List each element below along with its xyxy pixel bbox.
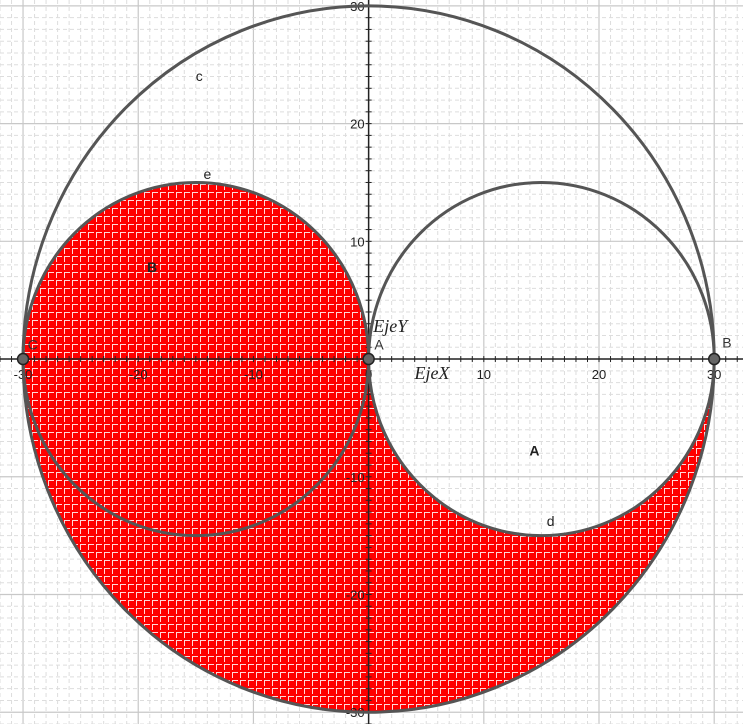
y-axis-name: EjeY (372, 316, 409, 336)
y-tick-label: 20 (350, 117, 364, 132)
curve-label-e: e (203, 166, 211, 182)
point-label-B: B (722, 334, 731, 350)
point-label-C: C (28, 337, 38, 353)
y-tick-label: -10 (346, 470, 365, 485)
point-label-A: A (374, 337, 384, 353)
point-C (16, 352, 30, 366)
point-A (362, 352, 375, 366)
x-tick-label: -10 (244, 367, 263, 382)
curve-label-d: d (547, 513, 555, 529)
region-label-A: A (529, 443, 539, 459)
y-tick-label: -20 (346, 588, 365, 603)
labels: c e d B A (147, 68, 555, 529)
y-tick-label: 10 (350, 234, 364, 249)
points: A B C (16, 334, 732, 366)
point-B (707, 352, 721, 366)
region-label-B: B (147, 259, 157, 275)
x-tick-label: -20 (129, 367, 148, 382)
x-axis-name: EjeX (413, 363, 450, 383)
x-tick-label: 10 (477, 367, 491, 382)
x-tick-label: 20 (592, 367, 606, 382)
curve-label-c: c (196, 68, 203, 84)
